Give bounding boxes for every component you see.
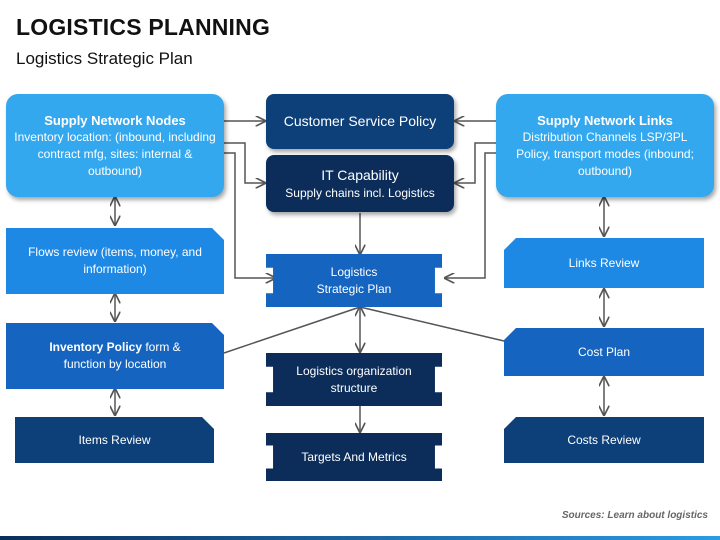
arrow-links-strategic: [445, 152, 496, 278]
cost-plan-box: Cost Plan: [504, 328, 704, 376]
arrow-nodes-strategic: [224, 152, 275, 278]
customer-service-policy-box: Customer Service Policy: [266, 94, 454, 149]
bottom-accent-bar: [0, 536, 720, 540]
page-title: LOGISTICS PLANNING: [16, 14, 271, 40]
supply-network-nodes-body: Inventory location: (inbound, including …: [14, 129, 216, 178]
source-note: Sources: Learn about logistics: [561, 510, 708, 521]
inventory-policy-label: Inventory Policy form & function by loca…: [28, 339, 202, 373]
customer-service-policy-label: Customer Service Policy: [283, 113, 437, 129]
costs-review-box: Costs Review: [504, 417, 704, 463]
arrow-links-it: [455, 142, 496, 183]
it-capability-box: IT Capability Supply chains incl. Logist…: [266, 155, 454, 212]
inventory-policy-bold: Inventory Policy: [49, 340, 143, 354]
line-strategic-costplan: [359, 306, 505, 342]
it-capability-heading: IT Capability: [321, 166, 399, 183]
inventory-policy-rest: form & function by location: [63, 340, 181, 371]
targets-metrics-box: Targets And Metrics: [266, 433, 442, 481]
logistics-org-structure-box: Logistics organization structure: [266, 353, 442, 406]
flows-review-label: Flows review (items, money, and informat…: [28, 245, 202, 276]
line-strategic-inventory: [223, 306, 361, 354]
targets-metrics-label: Targets And Metrics: [301, 449, 407, 464]
supply-network-nodes-box: Supply Network Nodes Inventory location:…: [6, 94, 224, 197]
inventory-policy-box: Inventory Policy form & function by loca…: [6, 323, 224, 389]
page-subtitle: Logistics Strategic Plan: [16, 49, 193, 68]
it-capability-body: Supply chains incl. Logistics: [285, 185, 435, 200]
supply-network-links-heading: Supply Network Links: [537, 112, 673, 128]
supply-network-links-body: Distribution Channels LSP/3PL Policy, tr…: [516, 129, 694, 178]
items-review-label: Items Review: [78, 432, 151, 447]
links-review-label: Links Review: [568, 255, 640, 270]
logistics-org-structure-label: Logistics organization structure: [296, 363, 412, 395]
supply-network-links-box: Supply Network Links Distribution Channe…: [496, 94, 714, 197]
supply-network-nodes-heading: Supply Network Nodes: [44, 112, 186, 128]
arrow-nodes-it: [224, 142, 265, 183]
cost-plan-label: Cost Plan: [577, 344, 631, 359]
logistics-strategic-plan-line1: Logistics: [330, 264, 378, 279]
logistics-strategic-plan-box: Logistics Strategic Plan: [266, 254, 442, 307]
costs-review-label: Costs Review: [567, 432, 641, 447]
items-review-box: Items Review: [15, 417, 214, 463]
logistics-strategic-plan-line2: Strategic Plan: [316, 281, 392, 296]
flows-review-box: Flows review (items, money, and informat…: [6, 228, 224, 294]
links-review-box: Links Review: [504, 238, 704, 288]
